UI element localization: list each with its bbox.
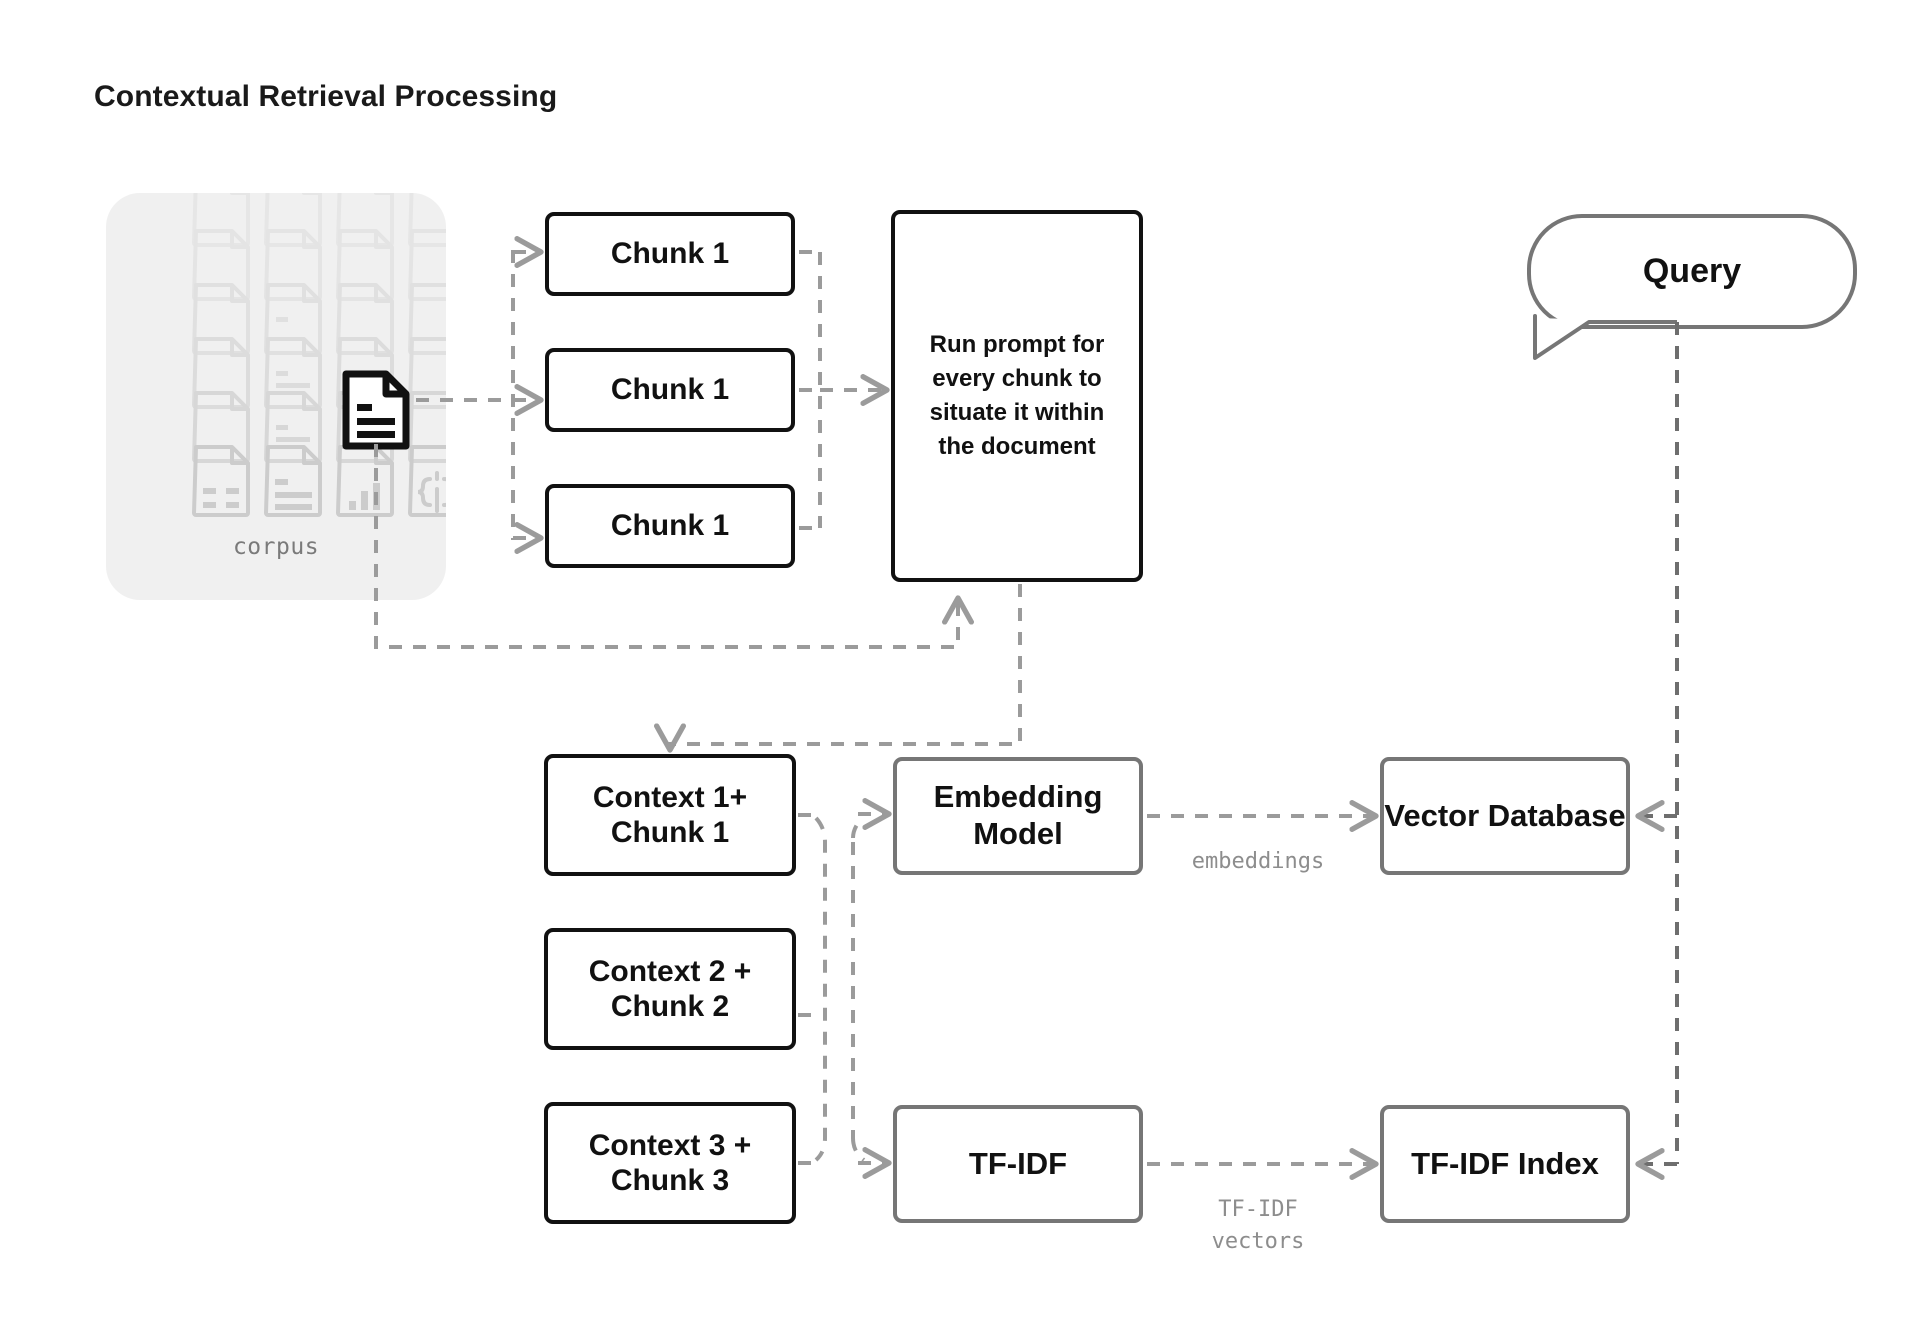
page-title: Contextual Retrieval Processing — [94, 80, 558, 113]
edge-prompt-to-context-bus — [670, 584, 1022, 746]
document-chart-icon — [336, 445, 394, 517]
chunk-box-3[interactable]: Chunk 1 — [545, 484, 795, 568]
edge-prompt-to-context-1 — [654, 584, 1022, 753]
context-chunk-box-2[interactable]: Context 2 + Chunk 2 — [544, 928, 796, 1050]
corpus-label: corpus — [232, 534, 320, 560]
chunk-box-2[interactable]: Chunk 1 — [545, 348, 795, 432]
document-code-icon — [408, 445, 466, 517]
vector-database-label: Vector Database — [1384, 797, 1626, 833]
context-chunk-box-1[interactable]: Context 1+ Chunk 1 — [544, 754, 796, 876]
tfidf-vectors-edge-label: TF-IDF vectors — [1211, 1197, 1305, 1254]
edge-bus-branch-bottom — [851, 1137, 866, 1162]
chunk-box-1[interactable]: Chunk 1 — [545, 212, 795, 296]
embedding-model-label: Embedding Model — [933, 779, 1103, 851]
document-text-icon — [264, 445, 322, 517]
edge-context-merge-bus-left — [814, 816, 827, 1162]
embedding-model-box[interactable]: Embedding Model — [893, 757, 1143, 875]
query-bubble-tail — [1533, 314, 1677, 360]
context-chunk-label: Context 1+ Chunk 1 — [592, 780, 748, 849]
query-bubble[interactable]: Query — [1527, 214, 1857, 329]
query-label: Query — [1642, 252, 1742, 290]
embeddings-edge-label: embeddings — [1191, 849, 1325, 874]
tfidf-index-label: TF-IDF Index — [1411, 1145, 1599, 1181]
edge-bus-branch-top — [851, 816, 864, 839]
document-table-icon — [192, 445, 250, 517]
context-chunk-label: Context 2 + Chunk 2 — [588, 954, 752, 1023]
tfidf-label: TF-IDF — [968, 1145, 1068, 1181]
chunk-label: Chunk 1 — [610, 237, 730, 271]
prompt-box[interactable]: Run prompt for every chunk to situate it… — [891, 210, 1143, 582]
tfidf-box[interactable]: TF-IDF — [893, 1105, 1143, 1223]
vector-database-box[interactable]: Vector Database — [1380, 757, 1630, 875]
context-chunk-box-3[interactable]: Context 3 + Chunk 3 — [544, 1102, 796, 1224]
tfidf-index-box[interactable]: TF-IDF Index — [1380, 1105, 1630, 1223]
chunk-label: Chunk 1 — [610, 373, 730, 407]
highlighted-document-icon[interactable] — [342, 370, 410, 455]
context-chunk-label: Context 3 + Chunk 3 — [588, 1128, 752, 1197]
chunk-label: Chunk 1 — [610, 509, 730, 543]
prompt-label: Run prompt for every chunk to situate it… — [929, 330, 1105, 461]
